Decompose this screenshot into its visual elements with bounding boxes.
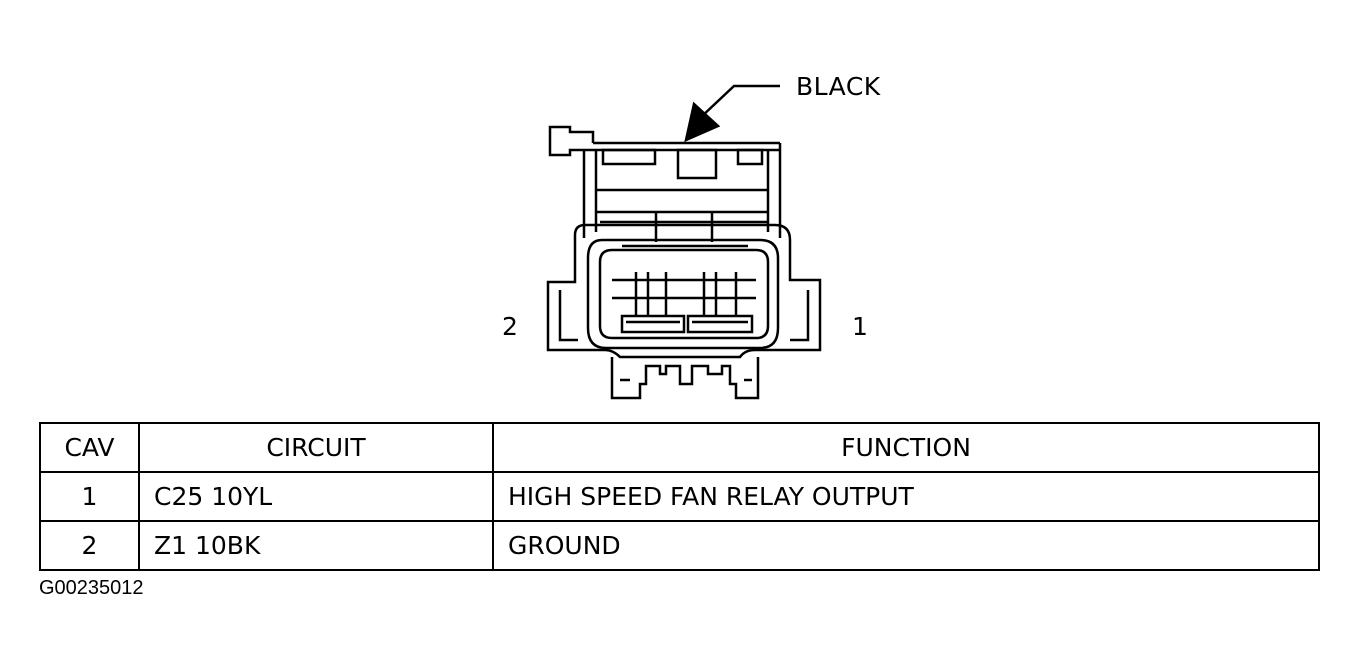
cell-circuit: Z1 10BK: [138, 520, 494, 571]
pin-label-2: 2: [502, 312, 519, 341]
connector-color-label: BLACK: [796, 72, 881, 101]
header-function: FUNCTION: [492, 422, 1320, 473]
cell-cav: 1: [39, 471, 140, 522]
figure-id: G00235012: [39, 577, 144, 599]
cell-circuit: C25 10YL: [138, 471, 494, 522]
cell-function: GROUND: [492, 520, 1320, 571]
connector-diagram: [546, 84, 822, 400]
table-row: 2 Z1 10BK GROUND: [39, 520, 1320, 571]
header-circuit: CIRCUIT: [138, 422, 494, 473]
connector-body: [546, 125, 822, 400]
pin-label-1: 1: [852, 312, 869, 341]
color-leader-arrow: [684, 84, 780, 143]
table-header-row: CAV CIRCUIT FUNCTION: [39, 422, 1320, 473]
header-cav: CAV: [39, 422, 140, 473]
table-row: 1 C25 10YL HIGH SPEED FAN RELAY OUTPUT: [39, 471, 1320, 522]
cell-function: HIGH SPEED FAN RELAY OUTPUT: [492, 471, 1320, 522]
cell-cav: 2: [39, 520, 140, 571]
pinout-table: CAV CIRCUIT FUNCTION 1 C25 10YL HIGH SPE…: [39, 422, 1320, 571]
